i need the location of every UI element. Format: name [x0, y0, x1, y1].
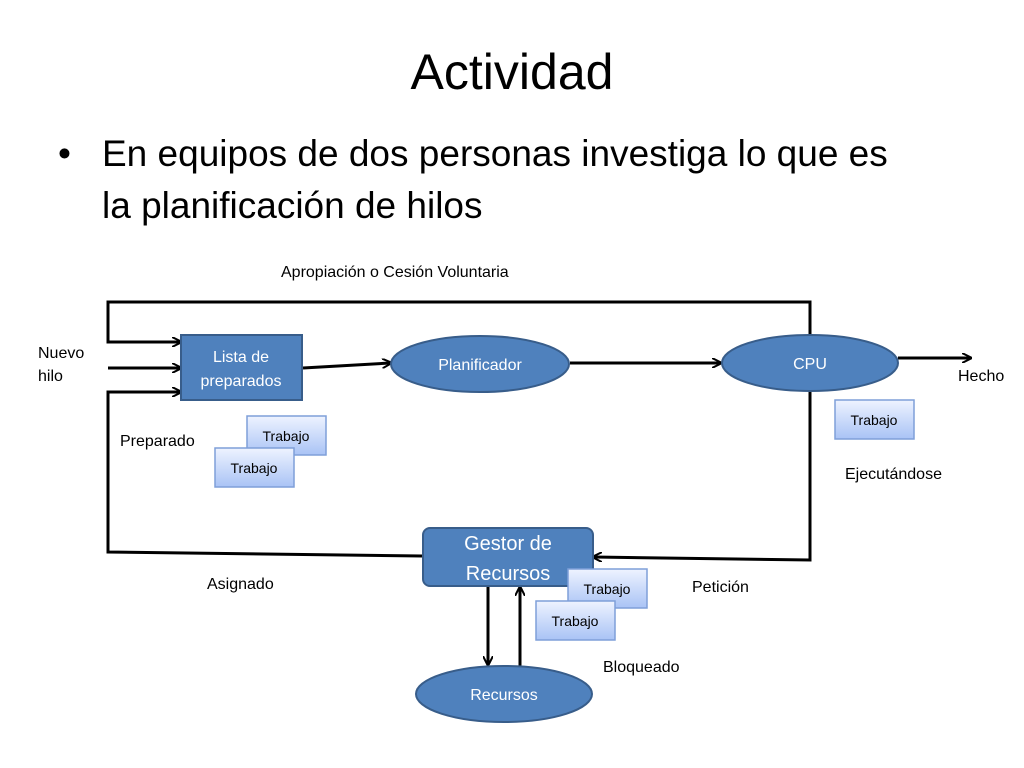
- scheduler-label: Planificador: [438, 357, 522, 374]
- blocked-job-card-front: Trabajo: [535, 600, 616, 641]
- request-label: Petición: [692, 579, 749, 596]
- job-label: Trabajo: [851, 412, 898, 428]
- running-job-card: Trabajo: [834, 399, 915, 440]
- ready-state-label: Preparado: [120, 433, 195, 450]
- bullet-text: En equipos de dos personas investiga lo …: [102, 128, 1002, 232]
- bullet-marker: •: [58, 133, 71, 174]
- preemption-loop-line: [106, 300, 812, 360]
- resources-label: Recursos: [470, 687, 538, 704]
- job-label: Trabajo: [584, 581, 631, 597]
- preemption-label: Apropiación o Cesión Voluntaria: [281, 264, 509, 281]
- slide-title: Actividad: [410, 44, 614, 100]
- ready-list-node: Lista de preparados: [180, 334, 303, 401]
- scheduler-node: Planificador: [390, 335, 570, 393]
- connector-lines: [106, 300, 970, 666]
- resources-node: Recursos: [415, 665, 593, 723]
- request-line: [594, 392, 812, 560]
- cpu-label: CPU: [793, 356, 827, 373]
- running-state-label: Ejecutándose: [845, 466, 942, 483]
- cpu-node: CPU: [721, 334, 899, 392]
- assigned-label: Asignado: [207, 576, 274, 593]
- job-label: Trabajo: [263, 428, 310, 444]
- ready-job-card-front: Trabajo: [214, 447, 295, 488]
- new-thread-label-line-1: Nuevo: [38, 345, 85, 362]
- resource-manager-label-line-2: Recursos: [466, 563, 550, 585]
- done-label: Hecho: [958, 368, 1005, 385]
- bullet-line-2: la planificación de hilos: [102, 185, 483, 226]
- resource-manager-node: Gestor de Recursos: [422, 527, 594, 587]
- new-thread-label-line-2: hilo: [38, 368, 63, 385]
- resource-manager-label-line-1: Gestor de: [464, 533, 552, 555]
- ready-to-scheduler-arrow: [302, 363, 390, 370]
- blocked-label: Bloqueado: [603, 659, 680, 676]
- job-label: Trabajo: [231, 460, 278, 476]
- ready-list-label-line-1: Lista de: [213, 349, 269, 366]
- job-label: Trabajo: [552, 613, 599, 629]
- bullet-line-1: En equipos de dos personas investiga lo …: [102, 133, 888, 174]
- ready-list-label-line-2: preparados: [201, 373, 282, 390]
- assigned-loop-line: [106, 392, 423, 558]
